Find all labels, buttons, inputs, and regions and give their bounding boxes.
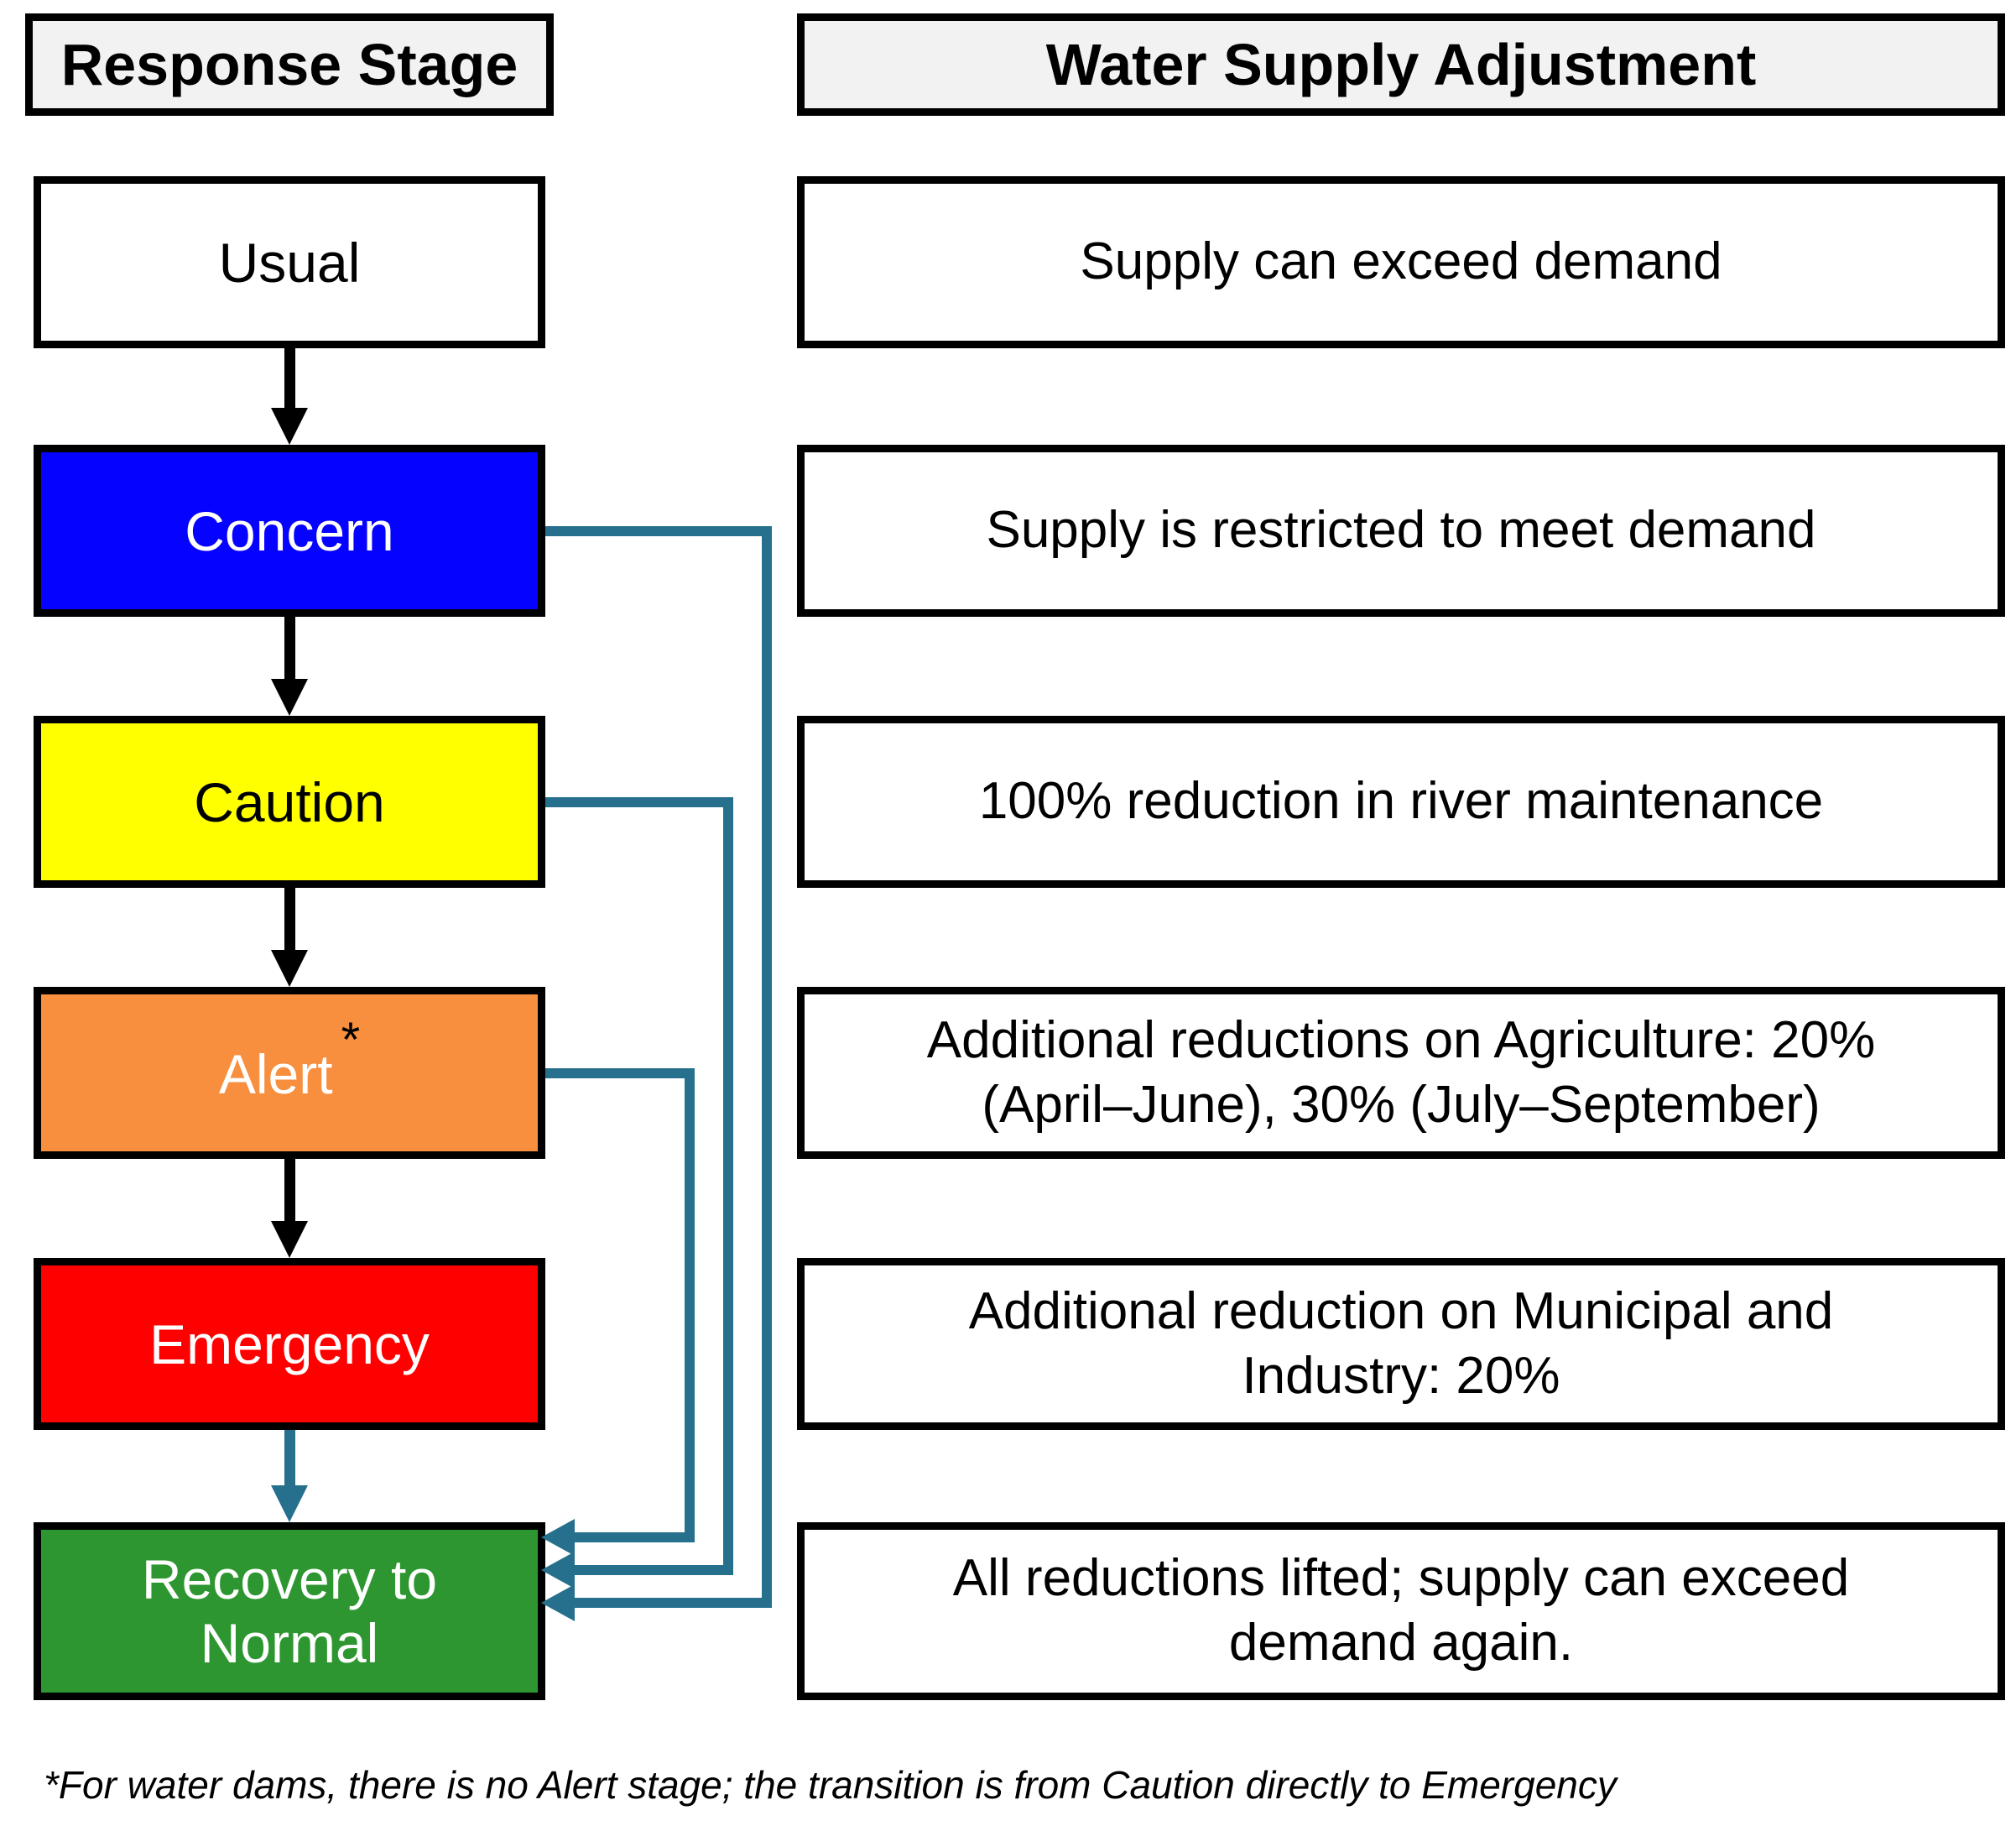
response-stage-header-label: Response Stage	[60, 32, 518, 97]
adjustment-text-caution: 100% reduction in river maintenance	[978, 772, 1824, 831]
adjustment-box-caution: 100% reduction in river maintenance	[797, 716, 2005, 888]
adjustment-text-concern: Supply is restricted to meet demand	[986, 501, 1816, 560]
footnote-asterisk: *	[341, 1012, 361, 1067]
water-supply-adjustment-header-label: Water Supply Adjustment	[1045, 32, 1757, 97]
stage-box-recovery: Recovery to Normal	[34, 1522, 545, 1700]
adjustment-box-concern: Supply is restricted to meet demand	[797, 445, 2005, 617]
adjustment-box-recovery: All reductions lifted; supply can exceed…	[797, 1522, 2005, 1700]
left-arrowhead-icon	[541, 1584, 575, 1621]
feedback-segment	[545, 797, 733, 807]
arrow-stem	[284, 888, 295, 950]
stage-box-alert: Alert*	[34, 987, 545, 1159]
adjustment-text-recovery: All reductions lifted; supply can exceed…	[952, 1549, 1850, 1672]
adjustment-box-emergency: Additional reduction on Municipal and In…	[797, 1258, 2005, 1430]
down-arrowhead-icon	[271, 1485, 308, 1522]
feedback-segment	[545, 1068, 695, 1078]
feedback-segment	[574, 1532, 695, 1542]
left-arrowhead-icon	[541, 1519, 575, 1556]
arrow-stem	[284, 348, 295, 408]
stage-label-emergency: Emergency	[149, 1312, 430, 1375]
left-arrowhead-icon	[541, 1552, 575, 1589]
feedback-segment	[723, 797, 733, 1575]
stage-label-usual: Usual	[218, 231, 361, 294]
down-arrowhead-icon	[271, 950, 308, 987]
footnote: *For water dams, there is no Alert stage…	[44, 1763, 1617, 1807]
adjustment-box-usual: Supply can exceed demand	[797, 176, 2005, 348]
water-supply-adjustment-header: Water Supply Adjustment	[797, 13, 2005, 116]
stage-box-usual: Usual	[34, 176, 545, 348]
adjustment-text-alert: Additional reductions on Agriculture: 20…	[926, 1010, 1876, 1134]
stage-label-alert-text: Alert	[218, 1042, 333, 1105]
stage-label-concern: Concern	[185, 499, 394, 562]
arrow-stem	[284, 1159, 295, 1221]
stage-label-alert: Alert*	[218, 1015, 360, 1106]
feedback-segment	[574, 1565, 733, 1575]
down-arrowhead-icon	[271, 679, 308, 716]
stage-label-recovery: Recovery to Normal	[141, 1548, 438, 1674]
stage-box-emergency: Emergency	[34, 1258, 545, 1430]
adjustment-box-alert: Additional reductions on Agriculture: 20…	[797, 987, 2005, 1159]
feedback-segment	[762, 526, 772, 1608]
response-stage-header: Response Stage	[25, 13, 554, 116]
feedback-segment	[574, 1598, 772, 1608]
adjustment-text-usual: Supply can exceed demand	[1080, 232, 1722, 291]
stage-box-caution: Caution	[34, 716, 545, 888]
down-arrowhead-icon	[271, 1221, 308, 1258]
feedback-segment	[685, 1068, 695, 1542]
stage-label-caution: Caution	[194, 770, 385, 833]
down-arrowhead-icon	[271, 408, 308, 445]
stage-box-concern: Concern	[34, 445, 545, 617]
adjustment-text-emergency: Additional reduction on Municipal and In…	[968, 1281, 1834, 1405]
arrow-stem	[284, 617, 295, 679]
arrow-stem	[284, 1430, 295, 1485]
feedback-segment	[545, 526, 772, 536]
